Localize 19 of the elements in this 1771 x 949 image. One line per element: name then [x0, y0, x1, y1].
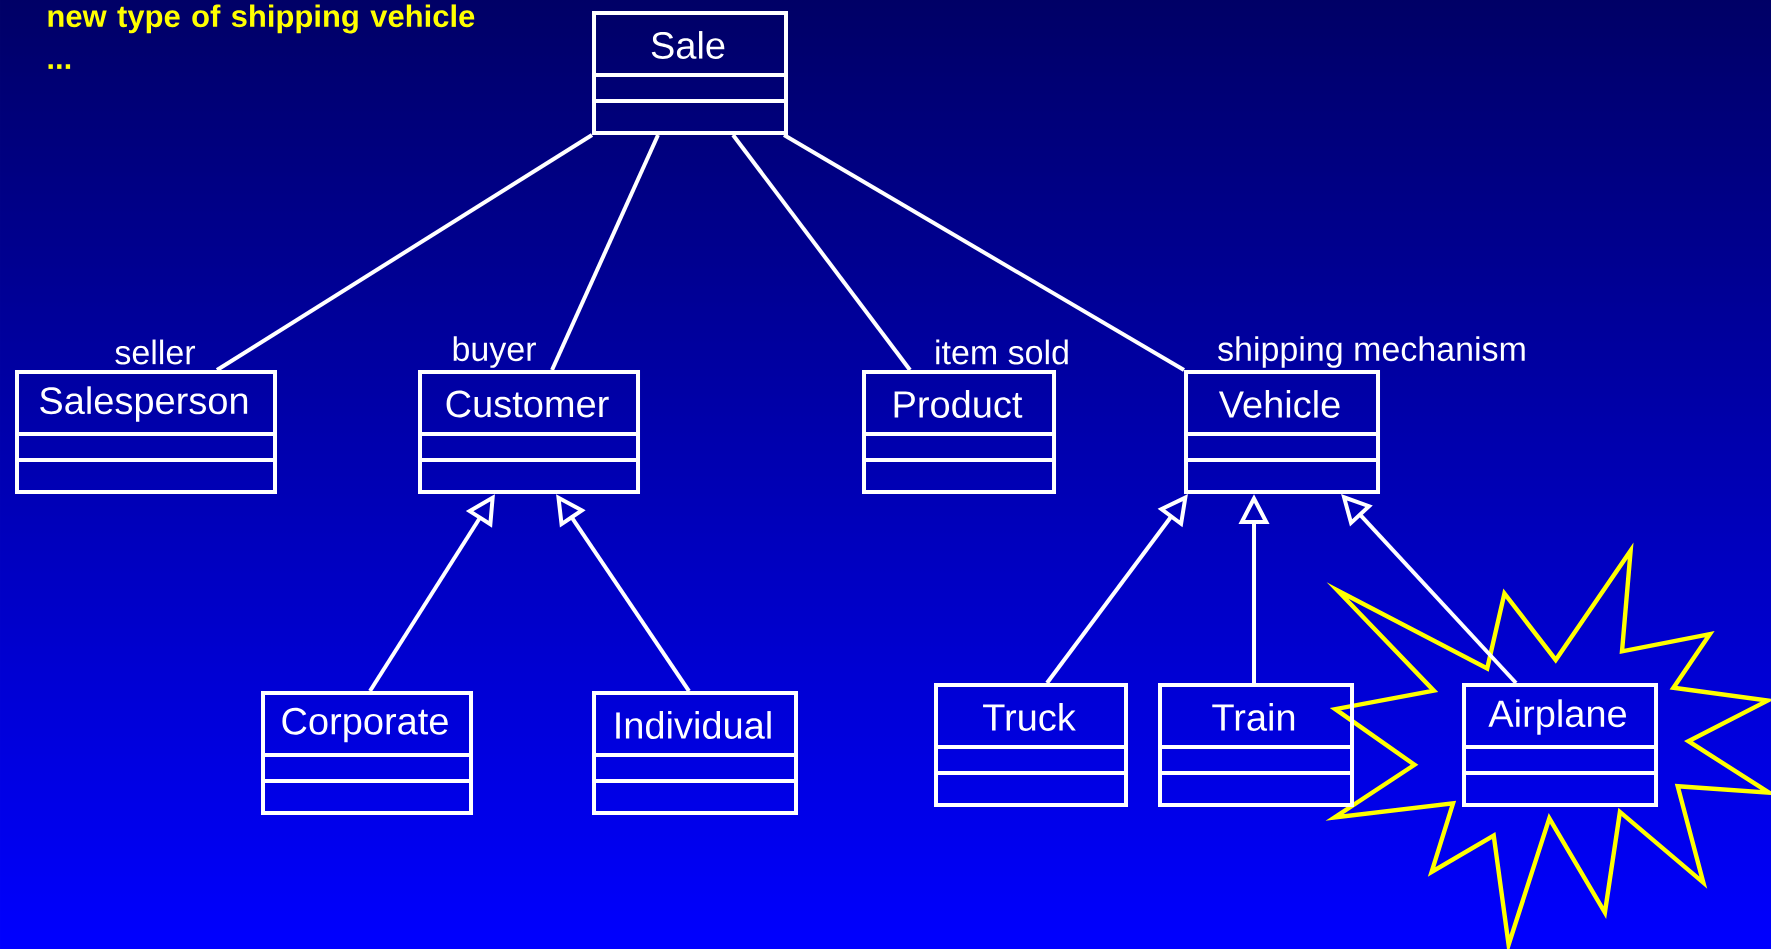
association-line [783, 133, 1186, 372]
association-line [215, 133, 594, 372]
role-label: seller [115, 339, 196, 365]
class-box: Salesperson [15, 370, 277, 494]
role-label: item sold [936, 339, 1068, 365]
class-box: Sale [592, 11, 788, 135]
class-box: Product [862, 370, 1056, 494]
association-line [550, 134, 660, 371]
class-box: Truck [934, 683, 1128, 807]
role-label: shipping mechanism [1218, 336, 1525, 368]
class-box: Airplane [1462, 683, 1658, 807]
class-box: Corporate [261, 691, 473, 815]
class-box: Vehicle [1184, 370, 1380, 494]
class-box: Train [1158, 683, 1354, 807]
note-text: new type of shipping vehicle ... [48, 4, 475, 69]
class-box: Individual [592, 691, 798, 815]
class-box: Customer [418, 370, 640, 494]
association-line [731, 133, 912, 372]
role-label: buyer [453, 336, 536, 368]
